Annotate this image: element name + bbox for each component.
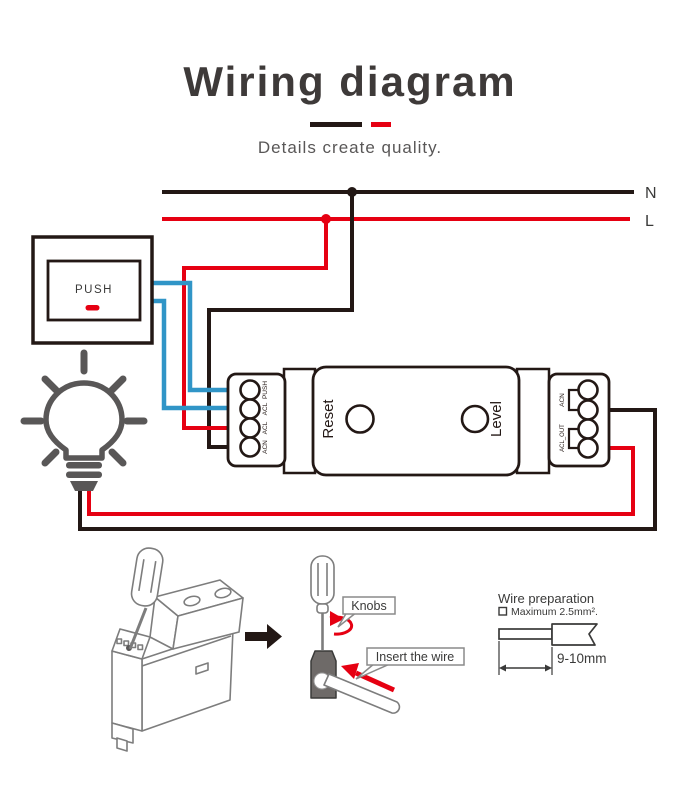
live-label: L bbox=[645, 213, 654, 230]
din-face-detail bbox=[195, 662, 209, 675]
rotation-arrow-icon bbox=[329, 611, 354, 636]
terminal-label-acl2: ACL bbox=[262, 421, 269, 434]
switch-wire-acl bbox=[152, 298, 238, 411]
bulb-icon bbox=[20, 349, 148, 491]
din-module-illustration bbox=[111, 547, 244, 752]
terminal-label-acn: ACN bbox=[262, 440, 269, 454]
title-underline-black bbox=[309, 122, 362, 127]
screwdriver-icon-mid bbox=[310, 555, 335, 614]
bulb-glass bbox=[43, 380, 125, 461]
title-underline bbox=[0, 122, 700, 127]
insert-callout-label: Insert the wire bbox=[376, 650, 455, 664]
level-knob bbox=[460, 404, 490, 434]
module-neck-right bbox=[515, 367, 551, 475]
bulb-base bbox=[66, 462, 102, 491]
reset-knob bbox=[345, 404, 375, 434]
switch-wire-push bbox=[152, 280, 238, 393]
insert-callout bbox=[366, 647, 465, 666]
checkbox-icon bbox=[498, 606, 508, 616]
terminal-label-push: PUSH bbox=[262, 381, 269, 399]
push-switch: PUSH bbox=[31, 235, 154, 345]
din-front-face bbox=[111, 650, 143, 732]
load-neutral-wire bbox=[78, 408, 657, 531]
push-switch-indicator bbox=[85, 305, 100, 311]
terminal-label-acn-out: ACN bbox=[559, 393, 566, 407]
step-arrow-icon bbox=[245, 624, 282, 649]
max-size-note: Maximum 2.5mm². bbox=[511, 606, 598, 618]
module-neck-left bbox=[282, 367, 317, 475]
terminal-bracket-aclout bbox=[567, 427, 578, 450]
junction-dot-live bbox=[321, 214, 331, 224]
insulated-wire-drawing bbox=[551, 623, 598, 646]
terminal-circles-left bbox=[239, 379, 261, 458]
strip-length-label: 9-10mm bbox=[557, 651, 607, 666]
wire-preparation: Wire preparation Maximum 2.5mm². 9-10mm bbox=[498, 591, 607, 675]
din-foot-tab bbox=[116, 737, 128, 752]
wire-prep-title: Wire preparation bbox=[498, 591, 594, 606]
level-label: Level bbox=[488, 401, 505, 437]
module-body bbox=[311, 365, 521, 477]
title-underline-red bbox=[370, 122, 391, 127]
page-title: Wiring diagram bbox=[183, 58, 517, 105]
load-live-wire bbox=[87, 446, 635, 516]
terminal-insert-illustration: Knobs Insert the wire bbox=[310, 555, 465, 714]
din-screw-hole-1 bbox=[183, 595, 201, 607]
dimension-arrow bbox=[498, 641, 553, 675]
live-branch-wire bbox=[182, 219, 328, 430]
din-screw-hole-2 bbox=[214, 587, 232, 599]
bare-wire-drawing bbox=[498, 628, 553, 640]
screwdriver-shaft-left bbox=[128, 607, 148, 650]
terminal-label-aclout: ACL_OUT bbox=[560, 424, 566, 452]
neutral-branch-wire bbox=[207, 192, 354, 449]
knobs-callout-label: Knobs bbox=[351, 599, 386, 613]
din-face-line bbox=[141, 635, 232, 667]
terminal-circles-right bbox=[577, 379, 599, 459]
reset-label: Reset bbox=[320, 399, 337, 439]
knobs-callout bbox=[342, 596, 396, 615]
push-switch-label: PUSH bbox=[75, 284, 113, 296]
wire-icon bbox=[323, 673, 401, 714]
junction-dot-neutral bbox=[347, 187, 357, 197]
terminal-bracket-acn bbox=[567, 388, 578, 412]
bulb-rays bbox=[20, 349, 148, 467]
screwdriver-icon-left bbox=[130, 547, 164, 607]
dimmer-module bbox=[226, 365, 611, 477]
din-top-block-right bbox=[172, 597, 244, 650]
terminal-label-acl1: ACL bbox=[262, 402, 269, 415]
page-subtitle: Details create quality. bbox=[257, 138, 443, 157]
neutral-label: N bbox=[645, 185, 657, 202]
